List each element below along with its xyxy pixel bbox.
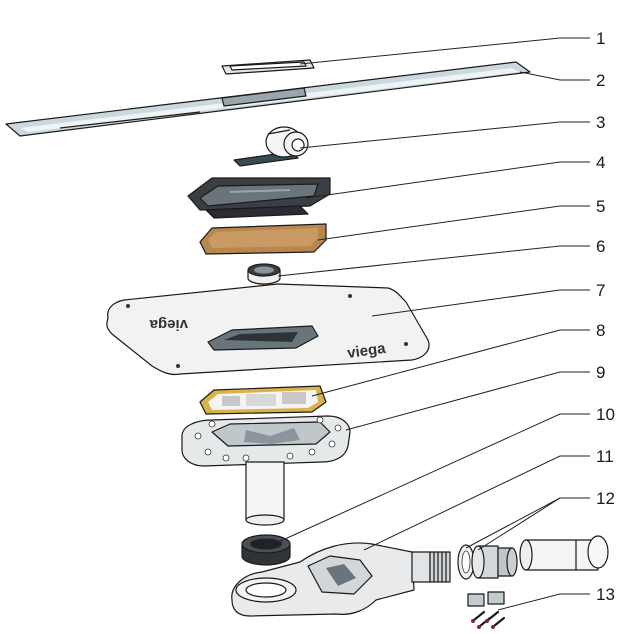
leader-13 (497, 593, 590, 611)
callout-9: 9 (596, 363, 605, 382)
leader-3 (299, 121, 590, 149)
leader-7 (371, 289, 590, 317)
part-5-brown-gasket (199, 223, 327, 255)
leader-2 (519, 71, 590, 81)
part-6-cup-seal (247, 263, 281, 285)
leader-lines (273, 37, 590, 611)
leader-1 (299, 37, 590, 65)
part-11-trap-body (231, 542, 451, 617)
part-4-channel-body (187, 177, 331, 219)
part-12-outlet-fittings (457, 535, 609, 580)
mat-brand-top: viega (149, 316, 188, 333)
callout-13: 13 (596, 585, 615, 604)
part-13-screws-clips (467, 591, 506, 629)
mat-brand-bottom: viega (346, 340, 387, 362)
leader-12b (465, 497, 561, 549)
callout-1: 1 (596, 29, 605, 48)
leader-8 (311, 329, 590, 397)
part-10-sealing-ring (241, 534, 291, 566)
callout-8: 8 (596, 321, 605, 340)
part-8-installation-card (199, 385, 327, 415)
part-7-sealing-mat: viega viega (106, 283, 430, 376)
leader-11 (363, 455, 590, 551)
part-9-drain-flange (181, 415, 351, 526)
callout-3: 3 (596, 113, 605, 132)
part-2-channel-cover (5, 61, 531, 137)
callout-11: 11 (596, 447, 614, 466)
callout-numbers: 1 2 3 4 5 6 7 8 9 10 11 12 13 (596, 29, 615, 604)
callout-10: 10 (596, 405, 615, 424)
callout-5: 5 (596, 197, 605, 216)
callout-6: 6 (596, 237, 605, 256)
leader-5 (317, 205, 590, 241)
part-1-grate-insert (221, 59, 315, 75)
callout-12: 12 (596, 489, 615, 508)
callout-2: 2 (596, 71, 605, 90)
leader-6 (277, 245, 590, 277)
leader-10 (273, 413, 590, 545)
callout-7: 7 (596, 281, 605, 300)
leader-9 (345, 371, 590, 431)
callout-4: 4 (596, 153, 605, 172)
leader-4 (305, 161, 590, 199)
part-3-sealing-tape-roll (233, 126, 309, 167)
